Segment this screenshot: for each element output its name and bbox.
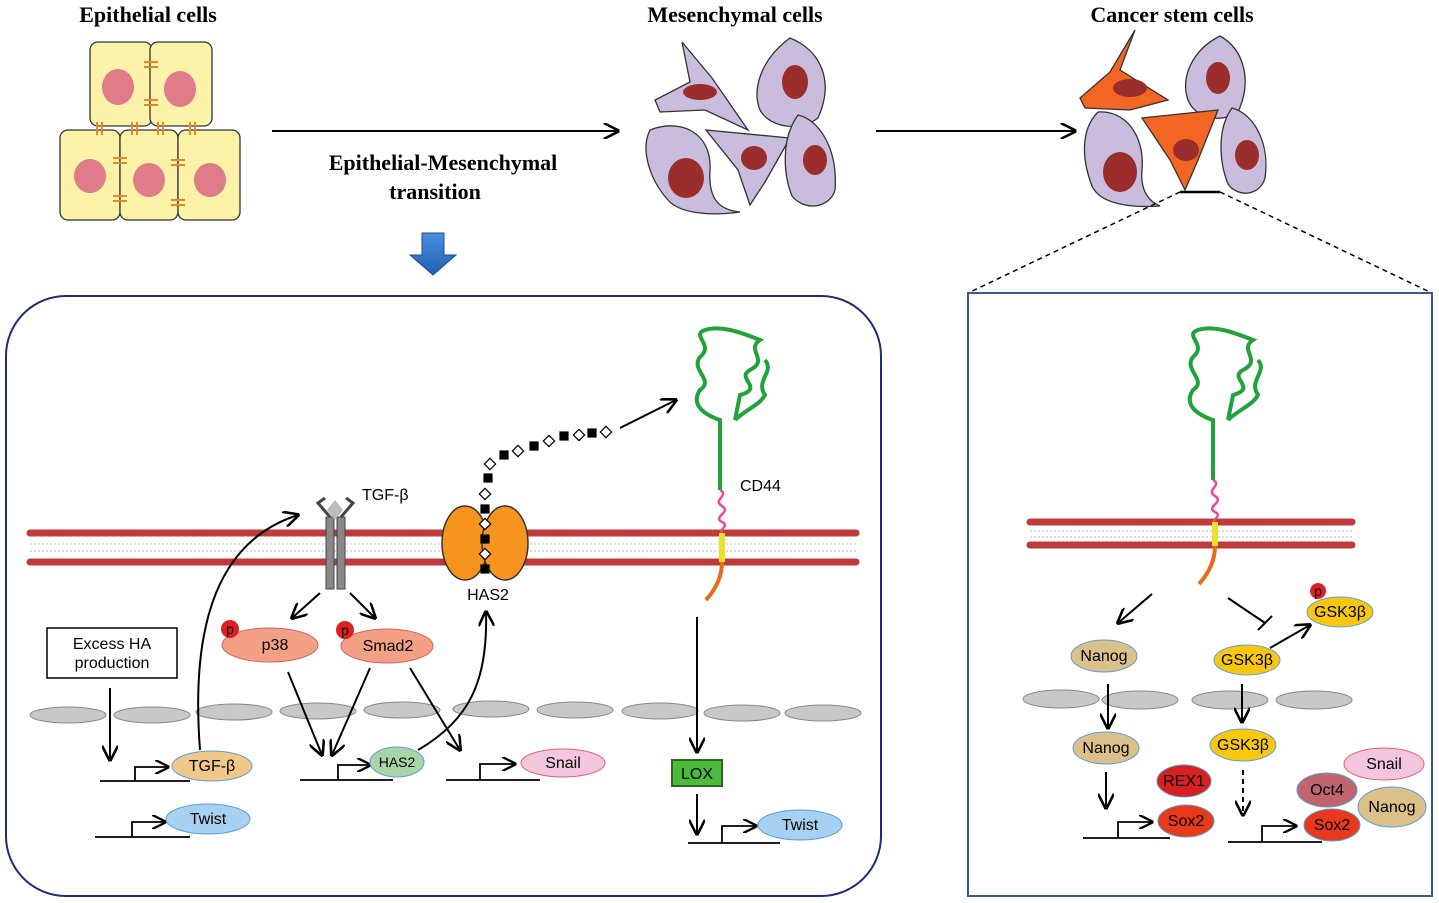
promoter-lines-left: [95, 764, 780, 844]
snail-label-right: Snail: [1366, 756, 1402, 773]
cd44-to-nanog-arrow: [1118, 593, 1153, 623]
nuclear-membrane-left: [29, 700, 862, 724]
gsk3b-nuclear-protein: [1209, 728, 1277, 762]
nanog-label-b: Nanog: [1368, 799, 1415, 816]
tgfb-gene-label: TGF-β: [189, 758, 236, 775]
ha-to-cd44-arrow: [619, 400, 676, 429]
smad2-phospho-label: p: [341, 622, 349, 638]
smad2-to-has2-arrow: [332, 667, 371, 755]
nanog-nuclear-label: Nanog: [1082, 740, 1129, 757]
sox2-label-a: Sox2: [1168, 813, 1205, 830]
zoom-line-left: [967, 191, 1181, 294]
twist-protein-2: [757, 809, 843, 841]
p38-phospho-icon: [221, 620, 239, 638]
csc-signaling-panel: [967, 292, 1433, 897]
has2-gene-to-enzyme-arrow: [417, 612, 486, 751]
smad2-protein: [340, 628, 434, 664]
nanog-nuclear-protein: [1072, 731, 1140, 765]
p38-to-has2-arrow: [287, 671, 322, 755]
nanog-cyto-label: Nanog: [1080, 648, 1127, 665]
excess-ha-line1: Excess HA: [73, 636, 152, 653]
mesenchymal-cells-cluster: [645, 37, 836, 215]
receptor-to-smad2-arrow: [349, 592, 375, 618]
gsk3b-phospho-icon: [1310, 583, 1326, 599]
excess-ha-line2: production: [75, 655, 150, 672]
gsk3b-phospho-protein: [1306, 596, 1374, 628]
has2-enzyme-label: HAS2: [467, 587, 509, 604]
cd44-label: CD44: [740, 478, 781, 495]
tgfb-gene-product: [171, 750, 253, 782]
nanog-cyto-protein: [1070, 639, 1138, 673]
rex1-protein: [1156, 764, 1212, 798]
snail-label: Snail: [545, 755, 581, 772]
has2-enzyme: [441, 505, 529, 581]
epithelial-cells-title: Epithelial cells: [79, 2, 217, 27]
blue-down-arrow: [408, 232, 458, 276]
emt-label-line1: Epithelial-Mesenchymal: [329, 150, 558, 175]
has2-gene-product: [369, 746, 425, 778]
gsk3b-phospho-label: p: [1314, 583, 1322, 599]
p38-phospho-label: p: [226, 621, 234, 637]
cd44-receptor-right: [1187, 326, 1263, 586]
inhibit-bar-icon: [1257, 615, 1273, 631]
cell-membrane-right: [1026, 518, 1356, 549]
twist-label-1: Twist: [190, 811, 227, 828]
hyaluronan-chain: [478, 425, 613, 574]
emt-label-line2: transition: [389, 179, 481, 204]
emt-signaling-panel: [5, 295, 882, 897]
cancer-stem-cells-title: Cancer stem cells: [1090, 2, 1254, 27]
cd44-receptor: [694, 326, 770, 602]
excess-ha-box: [46, 627, 178, 679]
mesenchymal-cells-title: Mesenchymal cells: [647, 2, 823, 27]
smad2-label: Smad2: [363, 638, 414, 655]
gsk3b-cyto-label: GSK3β: [1221, 652, 1273, 669]
lox-box: [671, 759, 723, 787]
snail-protein-right: [1343, 747, 1425, 781]
p38-label: p38: [262, 637, 289, 654]
sox2-label-b: Sox2: [1314, 817, 1351, 834]
gsk3b-nuclear-label: GSK3β: [1217, 737, 1269, 754]
zoom-line-right: [1219, 191, 1433, 294]
oct4-label: Oct4: [1310, 782, 1344, 799]
receptor-to-p38-arrow: [292, 592, 321, 618]
smad2-phospho-icon: [336, 621, 354, 639]
has2-gene-label: HAS2: [379, 754, 416, 770]
gsk3b-cyto-protein: [1213, 644, 1281, 676]
snail-protein: [520, 748, 606, 778]
cancer-stem-cells-cluster: [1079, 29, 1267, 208]
nuclear-membrane-right: [1022, 689, 1353, 710]
twist-protein-1: [165, 803, 251, 835]
tgfb-feedback-arrow: [197, 515, 298, 751]
epithelial-cells-cluster: [59, 41, 241, 221]
sox2-protein-b: [1303, 808, 1361, 842]
p38-protein: [221, 627, 319, 663]
oct4-protein: [1296, 772, 1358, 808]
nanog-protein-b: [1357, 786, 1427, 828]
promoter-lines-right: [1083, 822, 1322, 843]
lox-label: LOX: [681, 766, 713, 783]
gsk3b-phospho-text: GSK3β: [1314, 604, 1366, 621]
sox2-protein-a: [1157, 804, 1215, 838]
smad2-to-snail-arrow: [409, 667, 460, 750]
tgfb-receptor: [315, 496, 356, 590]
twist-label-2: Twist: [782, 817, 819, 834]
gsk-to-phospho-arrow: [1269, 625, 1310, 649]
tgfb-receptor-label: TGF-β: [362, 487, 409, 504]
rex1-label: REX1: [1163, 773, 1205, 790]
cd44-inhibit-gsk-line: [1227, 597, 1266, 624]
